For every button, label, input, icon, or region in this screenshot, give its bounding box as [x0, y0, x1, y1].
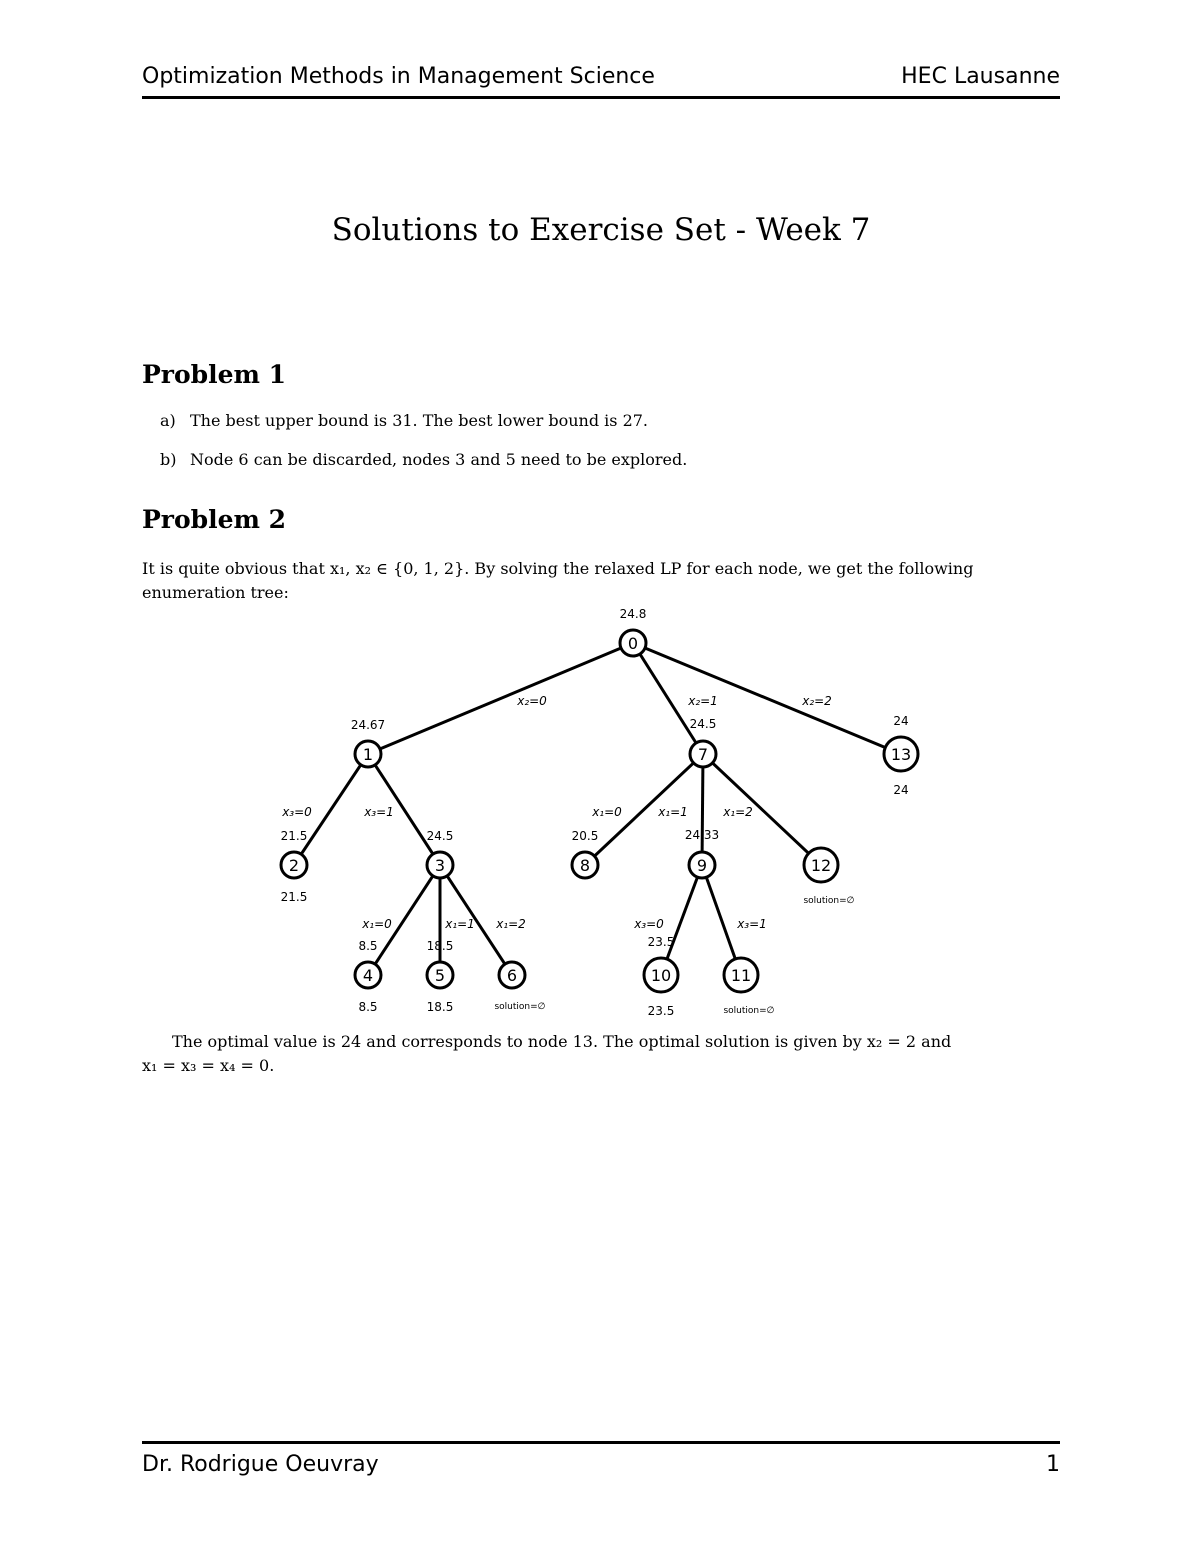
tree-node-upper-bound: 24.33	[685, 828, 719, 842]
page-title: Solutions to Exercise Set - Week 7	[331, 212, 871, 248]
tree-node-5	[425, 960, 455, 990]
tree-node-upper-bound: 23.5	[648, 935, 675, 949]
tree-edge-1-3	[366, 753, 442, 866]
header-institution: HEC Lausanne	[901, 64, 1060, 89]
header-rule	[142, 96, 1060, 99]
tree-node-label: 10	[651, 966, 671, 985]
footer-rule	[142, 1441, 1060, 1444]
tree-node-1	[353, 739, 383, 769]
item-label: a)	[160, 411, 176, 430]
tree-edge-label: x₃=1	[363, 805, 394, 819]
tree-node-lower-bound: 18.5	[427, 1000, 454, 1014]
tree-node-13	[882, 735, 920, 773]
tree-edge-0-1	[367, 641, 634, 756]
tree-node-upper-bound: 24.5	[427, 829, 454, 843]
tree-node-6	[497, 960, 527, 990]
tree-edge-9-11	[700, 864, 743, 976]
tree-edge-label: x₃=0	[633, 917, 664, 931]
tree-node-upper-bound: 24	[893, 714, 908, 728]
tree-node-label: 7	[698, 745, 708, 764]
tree-edge-label: x₃=1	[736, 917, 767, 931]
tree-node-label: 0	[628, 634, 638, 653]
tree-node-12	[802, 846, 840, 884]
tree-node-7	[688, 739, 718, 769]
intro-line-2: enumeration tree:	[142, 583, 289, 602]
tree-node-lower-bound: 23.5	[648, 1004, 675, 1018]
item-text: The best upper bound is 31. The best low…	[190, 411, 649, 430]
tree-node-label: 4	[363, 966, 373, 985]
tree-edge-label: x₁=1	[657, 805, 688, 819]
tree-edge-label: x₁=0	[361, 917, 392, 931]
tree-edge-label: x₁=2	[722, 805, 753, 819]
tree-node-upper-bound: 24.8	[620, 607, 647, 621]
tree-node-upper-bound: 8.5	[358, 939, 377, 953]
item-text: Node 6 can be discarded, nodes 3 and 5 n…	[190, 450, 688, 469]
header-course-title: Optimization Methods in Management Scien…	[142, 64, 655, 89]
tree-node-label: 2	[289, 856, 299, 875]
tree-edge-label: x₁=1	[444, 917, 475, 931]
footer-author: Dr. Rodrigue Oeuvray	[142, 1452, 379, 1477]
page-number: 1	[1046, 1452, 1060, 1477]
tree-node-upper-bound: 24.67	[351, 718, 385, 732]
problem1-item-b: b) Node 6 can be discarded, nodes 3 and 5…	[160, 450, 687, 469]
tree-edge-7-9	[700, 753, 705, 866]
conclusion-text-1: The optimal value is 24 and corresponds …	[172, 1032, 952, 1051]
tree-node-0	[618, 628, 648, 658]
problem2-heading: Problem 2	[142, 505, 287, 534]
problem1-heading: Problem 1	[142, 360, 287, 389]
tree-node-upper-bound: 18.5	[427, 939, 454, 953]
tree-node-label: 5	[435, 966, 445, 985]
tree-node-label: 8	[580, 856, 590, 875]
tree-node-upper-bound: 20.5	[572, 829, 599, 843]
tree-node-2	[279, 850, 309, 880]
tree-node-11	[722, 956, 760, 994]
tree-edge-7-12	[701, 752, 823, 867]
conclusion-line-2: x₁ = x₃ = x₄ = 0.	[142, 1056, 275, 1075]
tree-node-lower-bound: solution=∅	[803, 896, 854, 906]
tree-edge-label: x₂=1	[687, 694, 718, 708]
tree-node-10	[642, 956, 680, 994]
problem2-intro: It is quite obvious that x₁, x₂ ∈ {0, 1,…	[142, 557, 1060, 605]
item-label: b)	[160, 450, 177, 469]
tree-node-label: 11	[731, 966, 751, 985]
tree-edge-label: x₂=2	[801, 694, 832, 708]
page-header: Optimization Methods in Management Scien…	[142, 64, 1060, 96]
tree-node-lower-bound: 21.5	[281, 890, 308, 904]
tree-edge-0-13	[632, 641, 902, 756]
tree-edge-3-6	[438, 864, 514, 976]
tree-edge-0-7	[631, 642, 705, 755]
tree-node-label: 6	[507, 966, 517, 985]
tree-edge-9-10	[659, 864, 704, 976]
tree-edge-3-4	[366, 864, 442, 976]
tree-edge-label: x₁=2	[495, 917, 526, 931]
tree-node-label: 3	[435, 856, 445, 875]
problem2-conclusion: The optimal value is 24 and corresponds …	[142, 1030, 1060, 1078]
problem1-item-a: a) The best upper bound is 31. The best l…	[160, 411, 648, 430]
tree-node-upper-bound: 21.5	[281, 829, 308, 843]
tree-edge-label: x₂=0	[516, 694, 547, 708]
tree-node-lower-bound: solution=∅	[723, 1006, 774, 1016]
tree-node-lower-bound: 8.5	[358, 1000, 377, 1014]
tree-edge-1-2	[292, 753, 370, 866]
tree-edge-label: x₃=0	[281, 805, 312, 819]
conclusion-line-1: The optimal value is 24 and corresponds …	[142, 1030, 1060, 1054]
tree-node-8	[570, 850, 600, 880]
tree-node-label: 9	[697, 856, 707, 875]
tree-node-label: 13	[891, 745, 911, 764]
tree-node-lower-bound: 24	[893, 783, 908, 797]
tree-node-3	[425, 850, 455, 880]
tree-node-9	[687, 850, 717, 880]
tree-node-lower-bound: solution=∅	[494, 1002, 545, 1012]
tree-node-label: 12	[811, 856, 831, 875]
intro-line-1: It is quite obvious that x₁, x₂ ∈ {0, 1,…	[142, 559, 974, 578]
tree-edge-7-8	[583, 752, 705, 867]
tree-node-4	[353, 960, 383, 990]
tree-node-label: 1	[363, 745, 373, 764]
tree-node-upper-bound: 24.5	[690, 717, 717, 731]
tree-edge-label: x₁=0	[591, 805, 622, 819]
